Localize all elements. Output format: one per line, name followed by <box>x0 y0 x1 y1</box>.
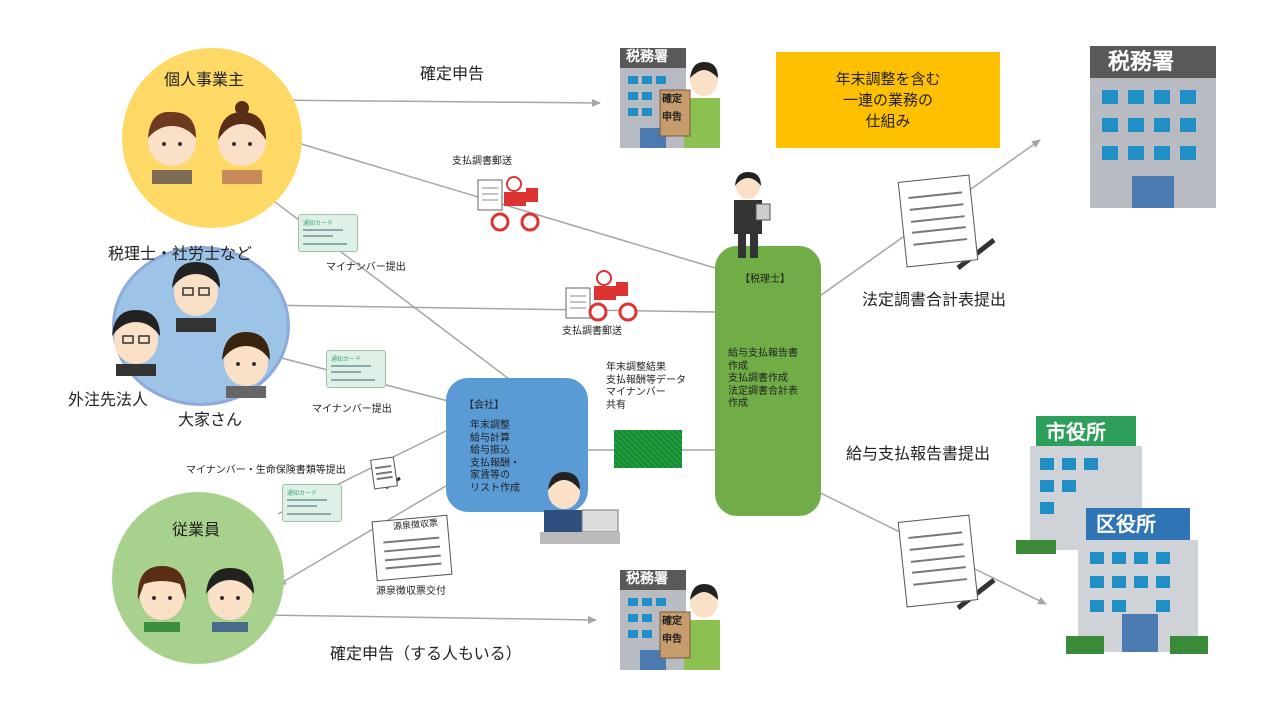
face-icon <box>222 332 270 398</box>
mynumber-submit-label: マイナンバー提出 <box>312 404 392 415</box>
tax-office-building-icon <box>1090 46 1216 208</box>
withholding-slip-icon: 源泉徴収票 <box>371 514 453 582</box>
office-worker-icon <box>540 472 620 544</box>
document-icon <box>370 456 398 490</box>
individual-business-label: 個人事業主 <box>164 70 245 89</box>
note-box: 年末調整を含む 一連の業務の 仕組み <box>776 52 1000 148</box>
withholding-slip-label: 源泉徴収票交付 <box>376 586 446 597</box>
tax-office-building-icon <box>620 570 720 670</box>
delivery-scooter-icon <box>477 176 540 232</box>
tax-accountant-box-tasks: 給与支払報告書 作成 支払調書作成 法定調書合計表 作成 <box>728 348 798 409</box>
face-icon <box>206 568 254 632</box>
tax-accountant-person-icon <box>734 172 771 258</box>
tax-office-building-icon <box>620 48 720 148</box>
salary-report-submit-label: 給与支払報告書提出 <box>846 444 991 463</box>
delivery-scooter-icon <box>565 270 638 322</box>
final-return-bottom-label: 確定申告（する人もいる） <box>330 644 522 663</box>
city-hall-building-icon <box>1016 416 1142 554</box>
tax-accountant-box <box>715 246 821 516</box>
arrow-taxacc-to-taxgroup <box>257 301 716 313</box>
ward-office-building-icon <box>1066 508 1208 654</box>
mynumber-card-icon: 通知カード <box>298 214 358 252</box>
face-icon <box>172 262 220 332</box>
tax-accountant-group-label: 税理士・社労士など <box>108 244 253 263</box>
outsourced-corp-label: 外注先法人 <box>68 390 149 409</box>
kakutei-sign: 確定 <box>662 94 682 105</box>
employee-label: 従業員 <box>172 520 221 539</box>
card-header: 通知カード <box>303 220 334 227</box>
withholding-slip-title: 源泉徴収票 <box>392 518 439 533</box>
face-icon <box>137 566 187 632</box>
ward-office-sign: 区役所 <box>1096 512 1156 536</box>
document-icon <box>897 174 979 268</box>
card-header: 通知カード <box>331 356 362 363</box>
company-box-title: 【会社】 <box>464 400 504 411</box>
mynumber-card-icon: 通知カード <box>282 484 342 522</box>
city-hall-sign: 市役所 <box>1046 420 1106 444</box>
document-icon <box>897 514 979 608</box>
shinkoku-sign: 申告 <box>662 634 682 645</box>
mynumber-insurance-submit-label: マイナンバー・生命保険書類等提出 <box>186 465 346 476</box>
tax-office-sign: 税務署 <box>1108 50 1175 75</box>
arrow-indiv-to-company <box>245 179 531 396</box>
tax-office-sign: 税務署 <box>626 571 668 587</box>
face-icon <box>148 111 196 184</box>
statutory-report-submit-label: 法定調書合計表提出 <box>862 290 1007 309</box>
landlord-label: 大家さん <box>178 410 243 429</box>
company-box-tasks: 年末調整 給与計算 給与振込 支払報酬・ 家賃等の リスト作成 <box>470 420 520 494</box>
payment-report-mail-label: 支払調書郵送 <box>562 326 622 337</box>
face-icon <box>218 101 266 184</box>
face-icon <box>112 310 160 376</box>
mynumber-card-icon: 通知カード <box>326 350 386 388</box>
company-share-label: 年末調整結果 支払報酬等データ マイナンバー 共有 <box>606 362 686 411</box>
mynumber-submit-label: マイナンバー提出 <box>326 262 406 273</box>
employee-circle <box>112 492 284 664</box>
data-share-block <box>614 430 682 468</box>
tax-office-sign: 税務署 <box>626 49 668 65</box>
shinkoku-sign: 申告 <box>662 112 682 123</box>
arrow-emp-to-taxoffice <box>261 614 597 624</box>
tax-accountant-box-title: 【税理士】 <box>740 274 790 285</box>
arrow-company-to-emp <box>277 479 457 586</box>
payment-report-mail-label: 支払調書郵送 <box>452 156 512 167</box>
arrow-indiv-to-taxoffice <box>261 98 601 107</box>
kakutei-sign: 確定 <box>662 616 682 627</box>
final-return-top-label: 確定申告 <box>420 64 485 83</box>
card-header: 通知カード <box>287 490 318 497</box>
